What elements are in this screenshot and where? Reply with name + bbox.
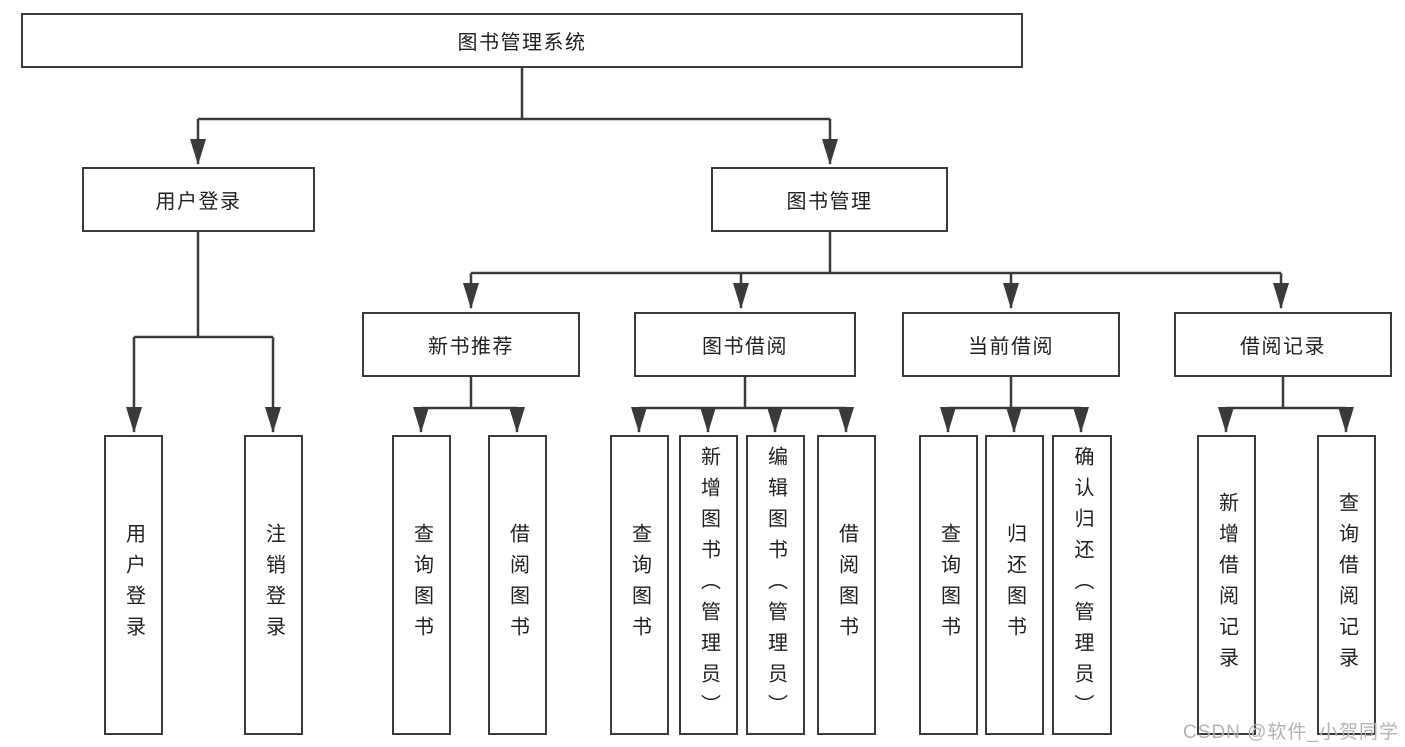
node-borrowing-records: 借阅记录 <box>1174 312 1392 377</box>
leaf-label: 新增借阅记录 <box>1215 492 1238 678</box>
leaf-label: 查询图书 <box>410 523 433 647</box>
node-user-login: 用户登录 <box>82 167 315 232</box>
node-leaf-confirm-return-admin: 确认归还（管理员） <box>1052 435 1112 735</box>
node-leaf-query-books-1: 查询图书 <box>392 435 451 735</box>
leaf-label: 注销登录 <box>262 523 285 647</box>
node-leaf-return-books: 归还图书 <box>985 435 1044 735</box>
leaf-label: 编辑图书（管理员） <box>764 445 787 725</box>
leaf-label: 新增图书（管理员） <box>697 445 720 725</box>
node-leaf-logout: 注销登录 <box>244 435 303 735</box>
node-leaf-borrow-books-2: 借阅图书 <box>817 435 876 735</box>
leaf-label: 确认归还（管理员） <box>1071 445 1093 725</box>
leaf-label: 用户登录 <box>122 523 145 647</box>
leaf-label: 查询图书 <box>937 523 960 647</box>
node-leaf-add-borrow-record: 新增借阅记录 <box>1197 435 1256 735</box>
node-leaf-user-login: 用户登录 <box>104 435 163 735</box>
csdn-watermark: CSDN @软件_小贺同学 <box>1183 722 1399 743</box>
node-new-book-recommend: 新书推荐 <box>362 312 580 377</box>
leaf-label: 查询借阅记录 <box>1335 492 1358 678</box>
node-leaf-query-books-2: 查询图书 <box>610 435 669 735</box>
node-leaf-edit-books-admin: 编辑图书（管理员） <box>746 435 805 735</box>
node-book-borrowing: 图书借阅 <box>634 312 856 377</box>
leaf-label: 归还图书 <box>1003 523 1026 647</box>
leaf-label: 借阅图书 <box>506 523 529 647</box>
node-leaf-add-books-admin: 新增图书（管理员） <box>679 435 738 735</box>
node-leaf-borrow-books-1: 借阅图书 <box>488 435 547 735</box>
node-book-management: 图书管理 <box>711 167 948 232</box>
leaf-label: 查询图书 <box>628 523 651 647</box>
leaf-label: 借阅图书 <box>835 523 858 647</box>
node-root-library-system: 图书管理系统 <box>21 13 1023 68</box>
node-current-borrowing: 当前借阅 <box>902 312 1120 377</box>
node-leaf-query-books-3: 查询图书 <box>919 435 978 735</box>
node-leaf-query-borrow-record: 查询借阅记录 <box>1317 435 1376 735</box>
